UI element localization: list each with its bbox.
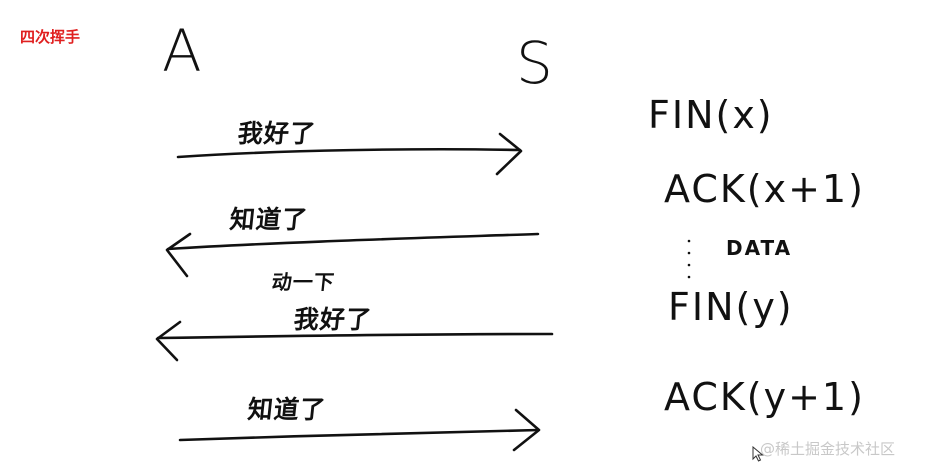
- arrow-3-label: 我好了: [292, 305, 374, 334]
- diagram-caption: 四次挥手: [20, 28, 81, 46]
- arrow-4-line: [178, 428, 540, 442]
- arrow-1-label: 我好了: [236, 119, 318, 148]
- segment-data: DATA: [726, 236, 793, 260]
- segment-ack-x-plus-1: ACK(x+1): [664, 167, 865, 211]
- arrow-1-line: [176, 147, 522, 159]
- arrow-3-line: [156, 332, 554, 340]
- arrow-4-label: 知道了: [246, 395, 328, 424]
- arrow-2-label: 知道了: [228, 205, 310, 234]
- continuation-dots: [687, 239, 691, 279]
- arrow-2-head: [165, 232, 192, 278]
- segment-ack-y-plus-1: ACK(y+1): [664, 375, 865, 419]
- endpoint-s-label: S: [516, 29, 554, 97]
- arrow-2-line: [166, 232, 540, 251]
- mouse-pointer-icon: [752, 446, 764, 462]
- arrow-1-head: [495, 132, 523, 176]
- segment-fin-x: FIN(x): [648, 93, 774, 137]
- segment-fin-y: FIN(y): [668, 285, 794, 329]
- arrow-4-head: [512, 408, 541, 452]
- endpoint-a-label: A: [162, 17, 203, 85]
- watermark-text: @稀土掘金技术社区: [760, 440, 896, 458]
- arrow-3-head: [155, 320, 182, 362]
- arrow-3-note: 动一下: [270, 270, 337, 294]
